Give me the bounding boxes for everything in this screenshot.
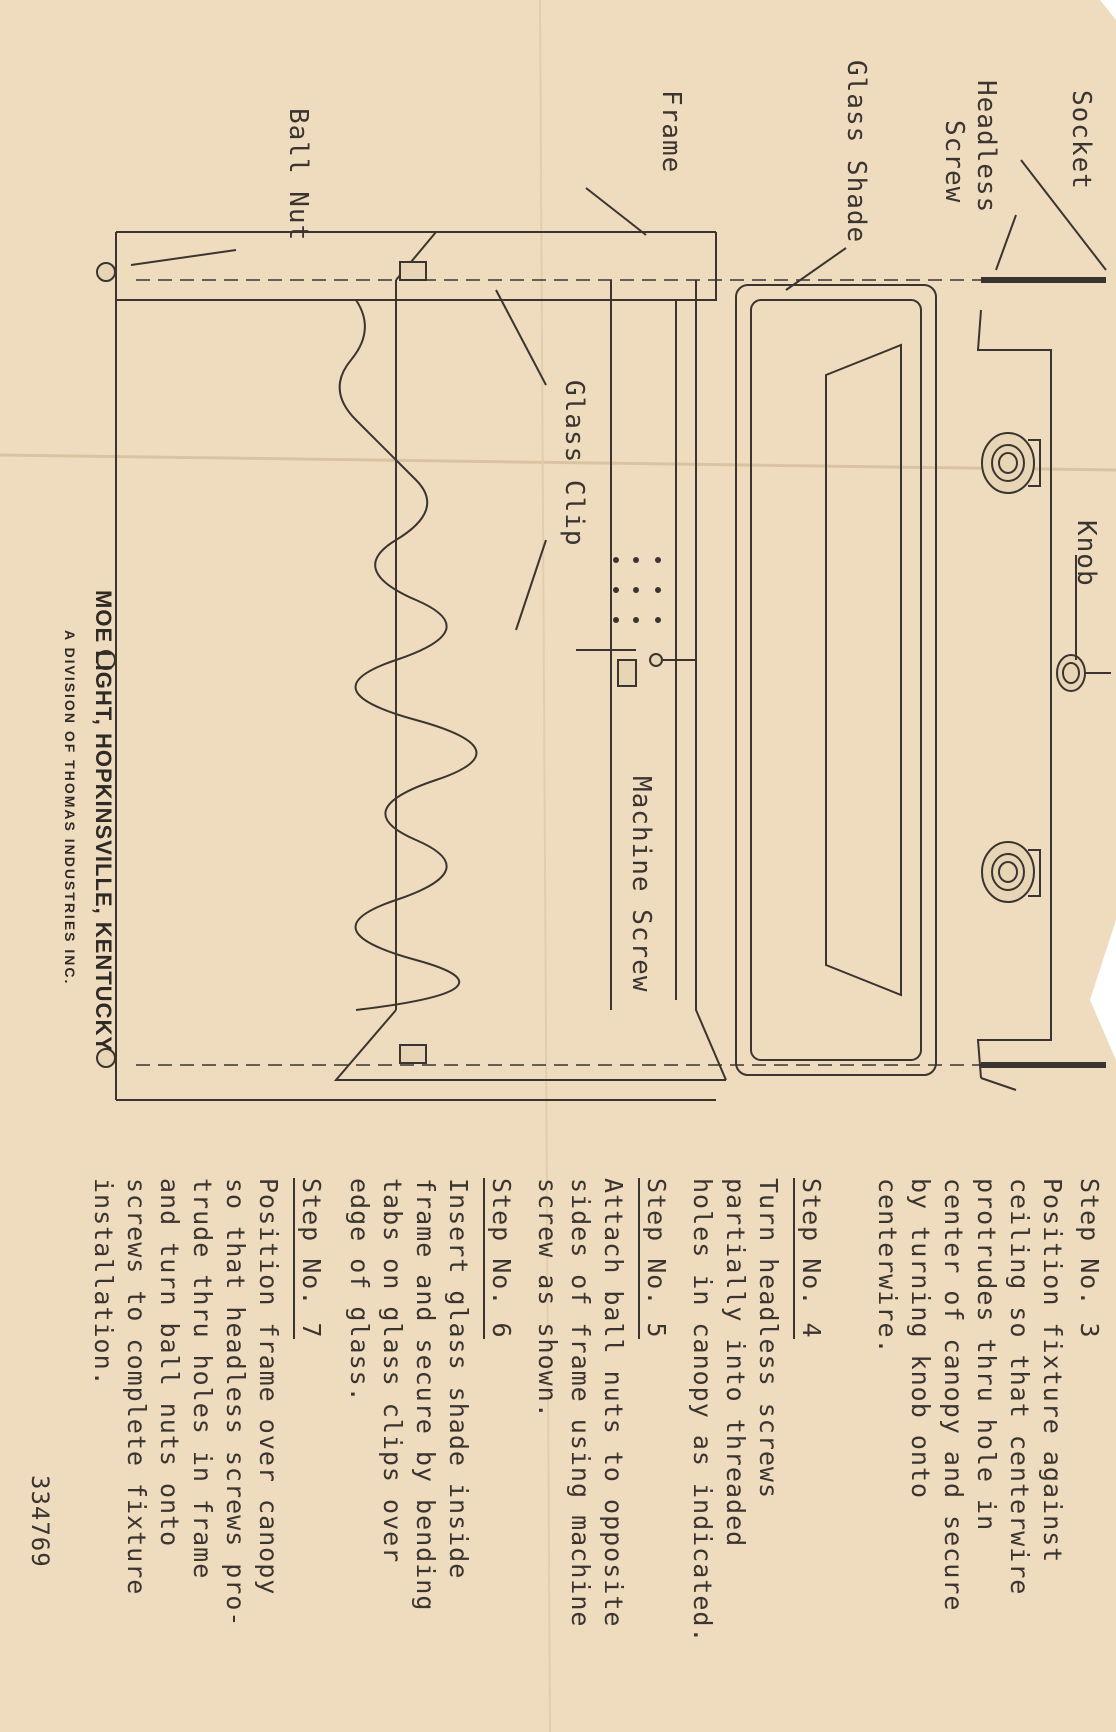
label-glass-shade: Glass Shade <box>841 60 871 244</box>
step-line: by turning knob onto <box>906 1178 935 1500</box>
step-line: tabs on glass clips over <box>378 1178 407 1564</box>
step-line: Turn headless screws <box>754 1178 783 1500</box>
step-line: Attach ball nuts to opposite <box>599 1178 628 1628</box>
step-5: Step No. 5 Attach ball nuts to opposite … <box>533 1178 671 1628</box>
glass-clip-center <box>617 659 637 687</box>
step-3-title: Step No. 3 <box>1075 1178 1104 1339</box>
step-line: Position frame over canopy <box>254 1178 283 1596</box>
machine-screw <box>649 653 696 667</box>
step-line: screw as shown. <box>533 1178 562 1419</box>
step-7: Step No. 7 Position frame over canopy so… <box>89 1178 326 1628</box>
knob <box>1056 654 1111 692</box>
step-line: installation. <box>89 1178 118 1387</box>
step-line: ceiling so that centerwire <box>1005 1178 1034 1596</box>
step-line: screws to complete fixture <box>122 1178 151 1596</box>
part-number: 334769 <box>26 1475 54 1568</box>
step-line: and turn ball nuts onto <box>155 1178 184 1548</box>
frame <box>115 231 727 1101</box>
label-machine-screw: Machine Screw <box>626 776 656 993</box>
label-ball-nut: Ball Nut <box>283 108 313 242</box>
label-headless-screw-line1: Headless <box>971 80 1001 214</box>
label-glass-clip: Glass Clip <box>559 380 589 547</box>
step-line: holes in canopy as indicated. <box>688 1178 717 1644</box>
step-line: sides of frame using machine <box>566 1178 595 1628</box>
step-line: Position fixture against <box>1038 1178 1067 1564</box>
step-4: Step No. 4 Turn headless screws partiall… <box>688 1178 826 1644</box>
step-3: Step No. 3 Position fixture against ceil… <box>873 1178 1104 1612</box>
step-line: trude thru holes in frame <box>188 1178 217 1580</box>
step-line: edge of glass. <box>345 1178 374 1403</box>
step-line: center of canopy and secure <box>939 1178 968 1612</box>
label-socket: Socket <box>1066 90 1096 190</box>
glass-shade <box>735 284 937 1076</box>
step-5-title: Step No. 5 <box>638 1178 671 1339</box>
label-knob: Knob <box>1071 520 1101 587</box>
step-line: so that headless screws pro- <box>221 1178 250 1628</box>
label-headless-screw-line2: Screw <box>939 120 969 204</box>
socket-left <box>981 432 1041 494</box>
step-line: protrudes thru hole in <box>972 1178 1001 1532</box>
step-line: frame and secure by bending <box>411 1178 440 1612</box>
step-7-title: Step No. 7 <box>293 1178 326 1339</box>
company-division: A DIVISION OF THOMAS INDUSTRIES INC. <box>62 630 78 986</box>
company-name: MOE LIGHT, HOPKINSVILLE, KENTUCKY <box>91 590 116 1053</box>
step-4-title: Step No. 4 <box>793 1178 826 1339</box>
ball-nut-center <box>96 650 116 670</box>
step-line: Insert glass shade inside <box>444 1178 473 1580</box>
step-line: centerwire. <box>873 1178 902 1355</box>
step-line: partially into threaded <box>721 1178 750 1548</box>
ball-nut-right <box>96 1048 116 1068</box>
glass-clip-right <box>399 1044 427 1064</box>
step-6: Step No. 6 Insert glass shade inside fra… <box>345 1178 516 1612</box>
label-frame: Frame <box>656 90 686 174</box>
step-6-title: Step No. 6 <box>483 1178 516 1339</box>
socket-right <box>981 841 1041 903</box>
ball-nut-left <box>96 262 116 282</box>
glass-clip-left <box>399 261 427 281</box>
